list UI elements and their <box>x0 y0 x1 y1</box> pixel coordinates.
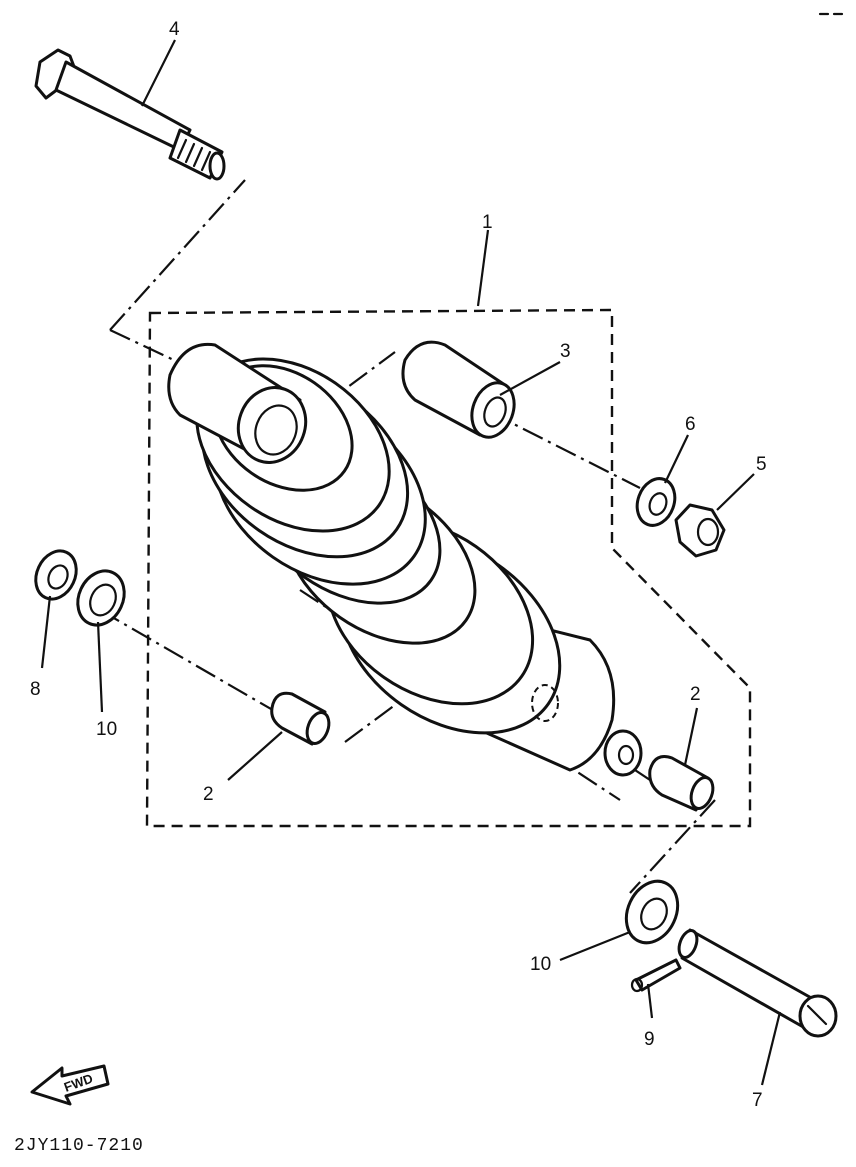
bolt-part-4 <box>34 48 226 181</box>
seal-part-10-left <box>76 569 126 627</box>
callout-1: 1 <box>482 212 493 233</box>
collar-part-3 <box>401 340 516 439</box>
nut-part-5 <box>674 503 726 558</box>
callout-6: 6 <box>685 414 696 435</box>
diagram-code: 2JY110-7210 <box>14 1136 144 1156</box>
washer-part-6 <box>635 477 677 527</box>
leader-lines <box>40 39 782 1086</box>
callout-7: 7 <box>752 1090 763 1111</box>
callout-9: 9 <box>644 1029 655 1050</box>
callout-10-right: 10 <box>530 954 551 975</box>
pin-part-7 <box>677 928 838 1038</box>
callout-2-right: 2 <box>690 684 701 705</box>
callouts: 1 2 2 3 4 5 6 7 8 9 10 10 <box>30 19 767 1111</box>
shock-absorber-part-1 <box>167 342 643 777</box>
collar-part-2-left <box>270 691 331 746</box>
cotter-pin-part-9 <box>630 958 682 993</box>
callout-5: 5 <box>756 454 767 475</box>
collar-part-2-right <box>648 755 715 812</box>
callout-8: 8 <box>30 679 41 700</box>
callout-2-left: 2 <box>203 784 214 805</box>
washer-part-8 <box>34 549 78 601</box>
fwd-arrow-icon: FWD <box>30 1064 110 1106</box>
callout-10-left: 10 <box>96 719 117 740</box>
callout-3: 3 <box>560 341 571 362</box>
callout-4: 4 <box>169 19 180 40</box>
seal-part-10-right <box>624 879 680 945</box>
